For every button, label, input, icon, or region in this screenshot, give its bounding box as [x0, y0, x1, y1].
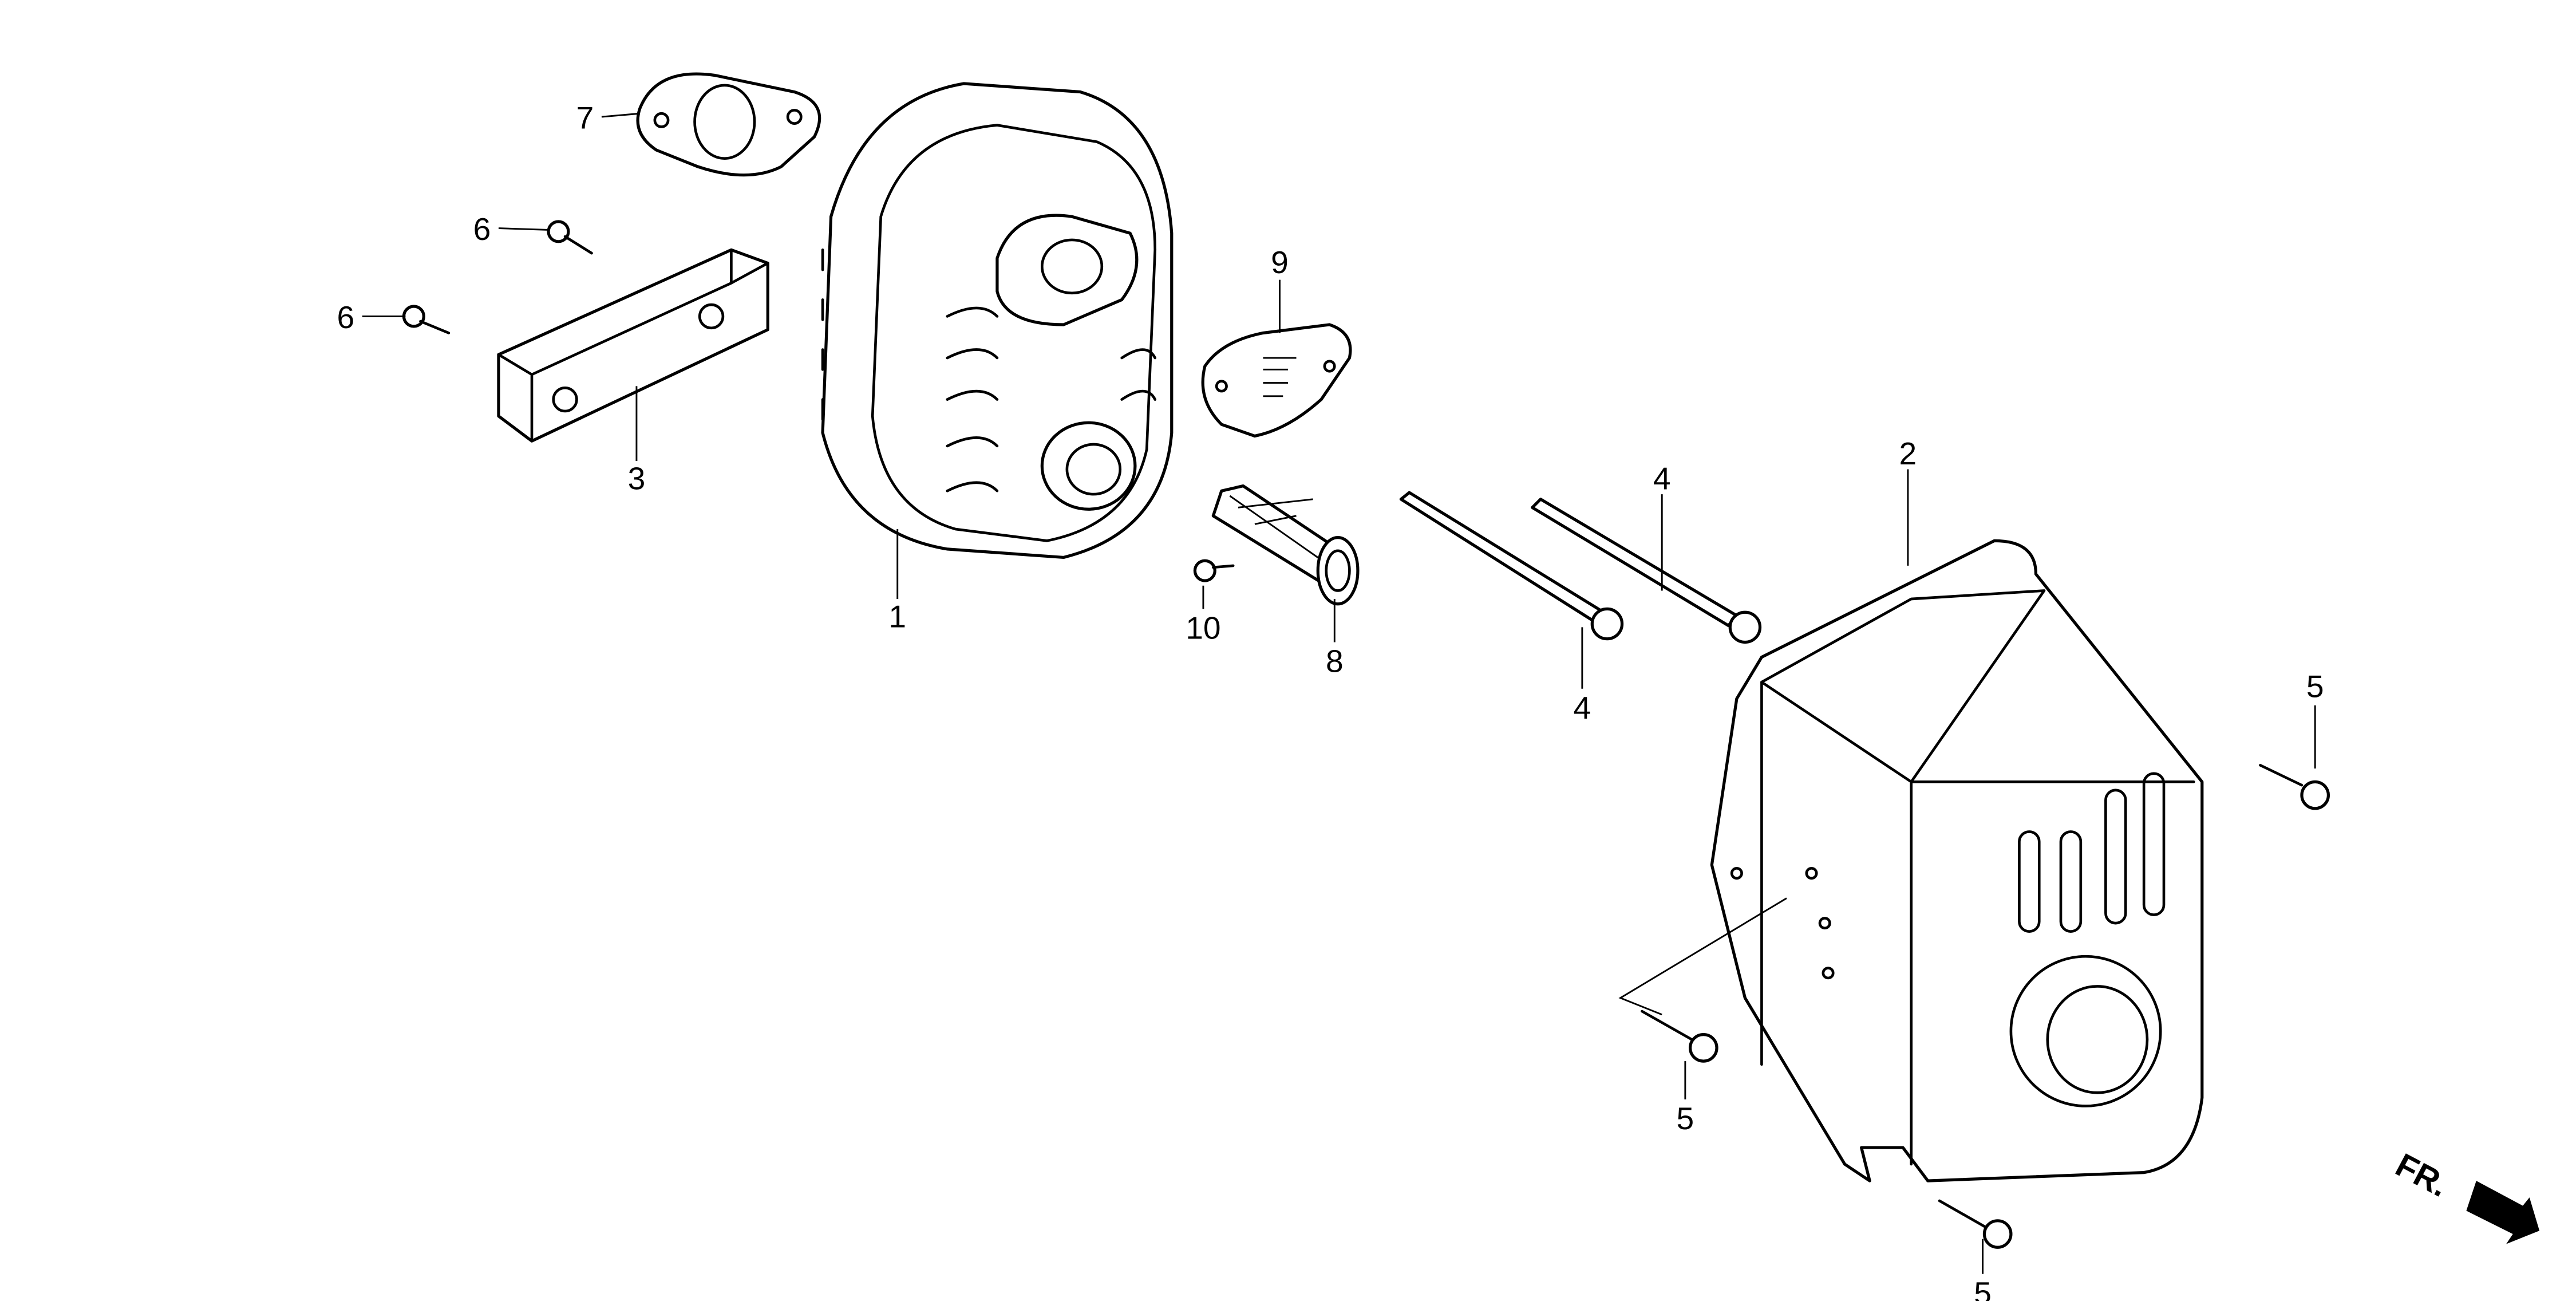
part-2-muffler-protector[interactable]	[1618, 539, 2204, 1182]
part-8-spark-arrester[interactable]	[1211, 484, 1360, 606]
part-1-muffler[interactable]	[821, 82, 1174, 559]
part-9-label-plate[interactable]	[1201, 323, 1352, 438]
callout-3: 3	[628, 460, 646, 496]
callout-10: 10	[1186, 610, 1220, 646]
callout-1: 1	[888, 598, 906, 634]
part-6-screw[interactable]	[402, 305, 451, 334]
callout-5: 5	[1974, 1275, 1992, 1301]
callout-7: 7	[576, 100, 594, 135]
part-6-screw[interactable]	[547, 220, 593, 255]
front-label: FR.	[2390, 1146, 2455, 1204]
part-4-bolt[interactable]	[1399, 491, 1624, 641]
front-direction-indicator: FR.	[2390, 1146, 2540, 1244]
callout-5: 5	[2306, 668, 2324, 704]
leader-lines	[362, 112, 2316, 1274]
part-4-bolt[interactable]	[1531, 498, 1762, 644]
part-5-bolt[interactable]	[1641, 1010, 1718, 1063]
part-3-bracket[interactable]	[497, 248, 769, 443]
callout-9: 9	[1271, 245, 1289, 280]
callout-8: 8	[1326, 644, 1344, 679]
part-10-screw[interactable]	[1193, 559, 1235, 582]
callout-5: 5	[1677, 1101, 1694, 1136]
part-7-gasket[interactable]	[636, 72, 821, 177]
part-5-bolt[interactable]	[1938, 1199, 2013, 1249]
callout-2: 2	[1899, 436, 1917, 471]
callout-6: 6	[473, 211, 491, 247]
part-5-bolt[interactable]	[2259, 764, 2330, 810]
callout-4: 4	[1653, 460, 1671, 496]
callout-6: 6	[337, 299, 355, 335]
callout-4: 4	[1574, 690, 1591, 726]
arrow-icon	[2466, 1181, 2540, 1244]
